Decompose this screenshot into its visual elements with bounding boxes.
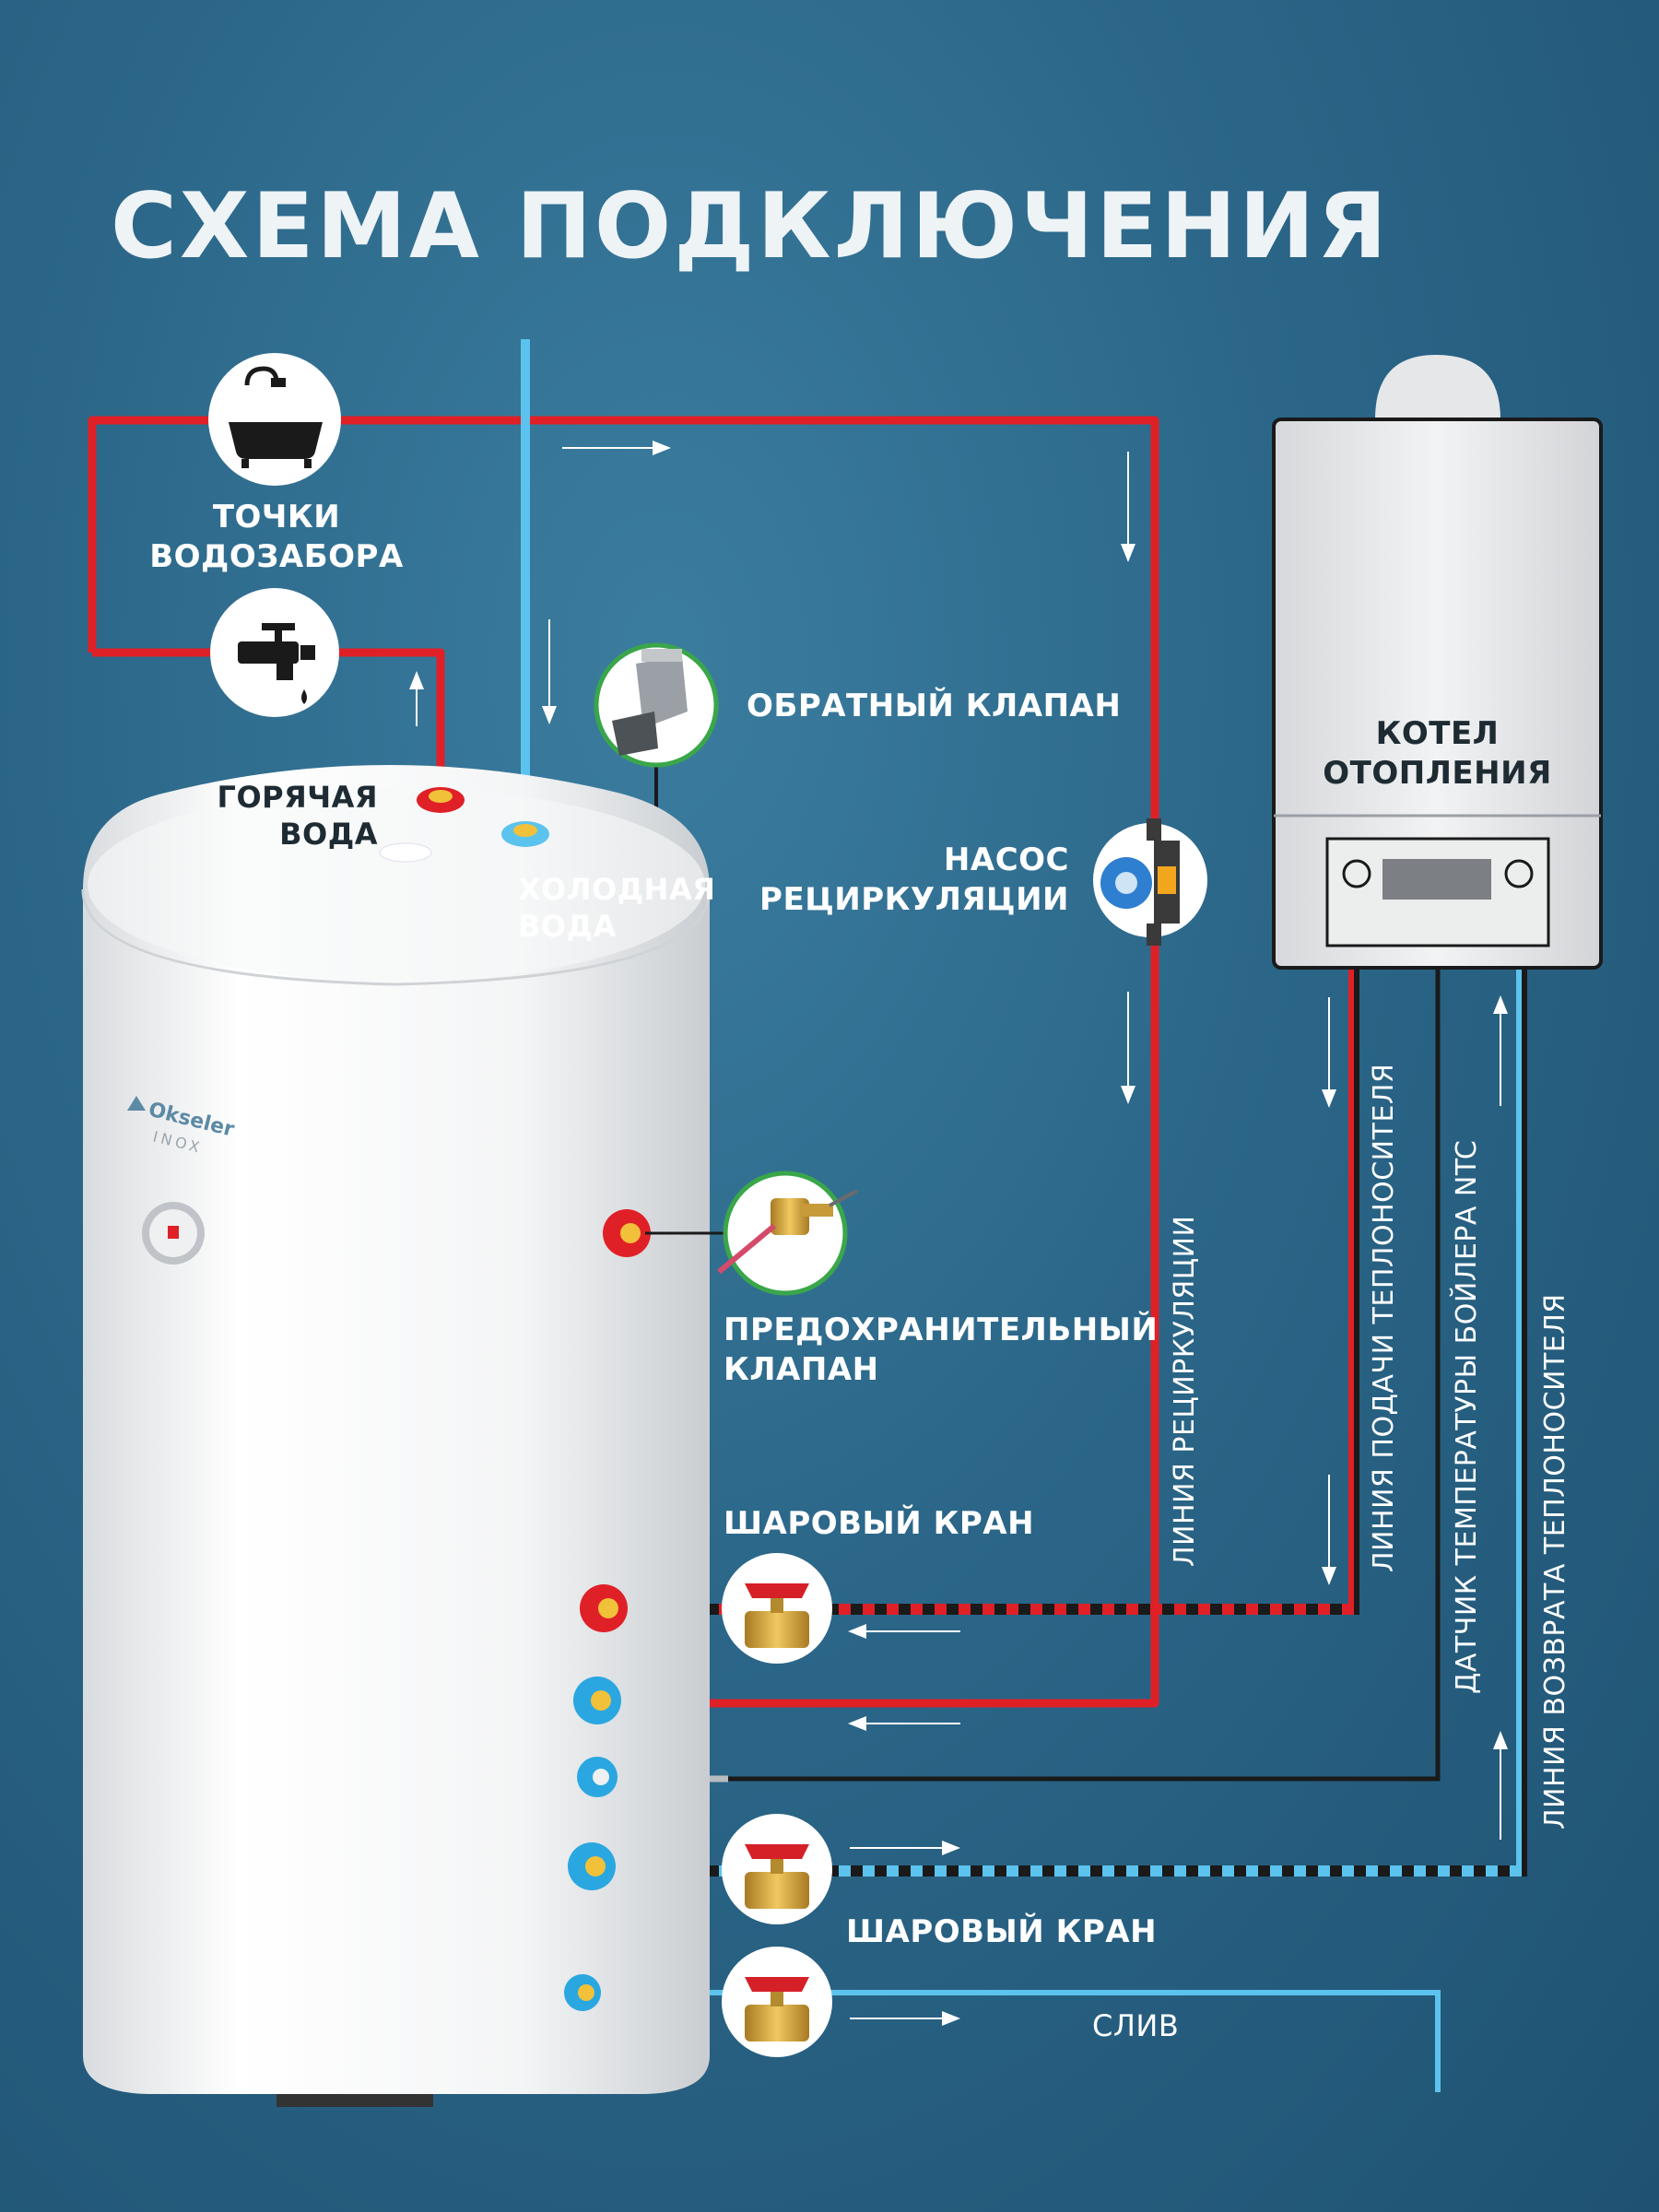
label-ball-valve-bottom: ШАРОВЫЙ КРАН	[846, 1913, 1158, 1950]
label-ntc-sensor: ДАТЧИК ТЕМПЕРАТУРЫ БОЙЛЕРА NTC	[1451, 1139, 1483, 1694]
return-line	[601, 968, 1527, 1877]
label-cold-water: ХОЛОДНАЯ ВОДА	[518, 872, 716, 944]
label-supply-line: ЛИНИЯ ПОДАЧИ ТЕПЛОНОСИТЕЛЯ	[1368, 1063, 1400, 1572]
ball-valve-icon	[722, 1553, 832, 1664]
diagram-title: СХЕМА ПОДКЛЮЧЕНИЯ	[111, 174, 1390, 279]
ball-valve-icon	[722, 1814, 832, 1924]
label-check-valve: ОБРАТНЫЙ КЛАПАН	[747, 688, 1122, 724]
safety-valve-icon	[717, 1171, 858, 1296]
thermometer-dial	[142, 1202, 205, 1265]
water-heater-tank: Okseler INOX	[81, 765, 712, 2107]
label-recirculation-pump: НАСОС РЕЦИРКУЛЯЦИИ	[759, 841, 1069, 918]
label-water-points: ТОЧКИ ВОДОЗАБОРА	[149, 499, 404, 575]
label-return-line: ЛИНИЯ ВОЗВРАТА ТЕПЛОНОСИТЕЛЯ	[1539, 1293, 1571, 1830]
water-tap-icon	[210, 588, 339, 717]
hot-water-pipes	[88, 416, 1159, 1708]
label-boiler: КОТЕЛ ОТОПЛЕНИЯ	[1323, 715, 1552, 792]
bathtub-shower-icon	[208, 353, 341, 486]
label-recirculation-line: ЛИНИЯ РЕЦИРКУЛЯЦИИ	[1169, 1215, 1201, 1567]
label-hot-water: ГОРЯЧАЯ ВОДА	[217, 780, 378, 852]
circulation-pump-icon	[1093, 818, 1207, 946]
ball-valve-icon	[722, 1947, 832, 2057]
check-valve-icon	[594, 642, 719, 768]
gas-boiler	[1272, 355, 1603, 970]
drain-pipe	[590, 1990, 1441, 2092]
ntc-sensor-wire	[673, 968, 1441, 1782]
tank-side-connectors	[564, 1209, 651, 2011]
label-safety-valve: ПРЕДОХРАНИТЕЛЬНЫЙ КЛАПАН	[724, 1312, 1159, 1388]
flow-arrows	[409, 441, 1508, 2026]
label-drain: СЛИВ	[1092, 2008, 1180, 2043]
label-ball-valve-top: ШАРОВЫЙ КРАН	[724, 1505, 1035, 1542]
